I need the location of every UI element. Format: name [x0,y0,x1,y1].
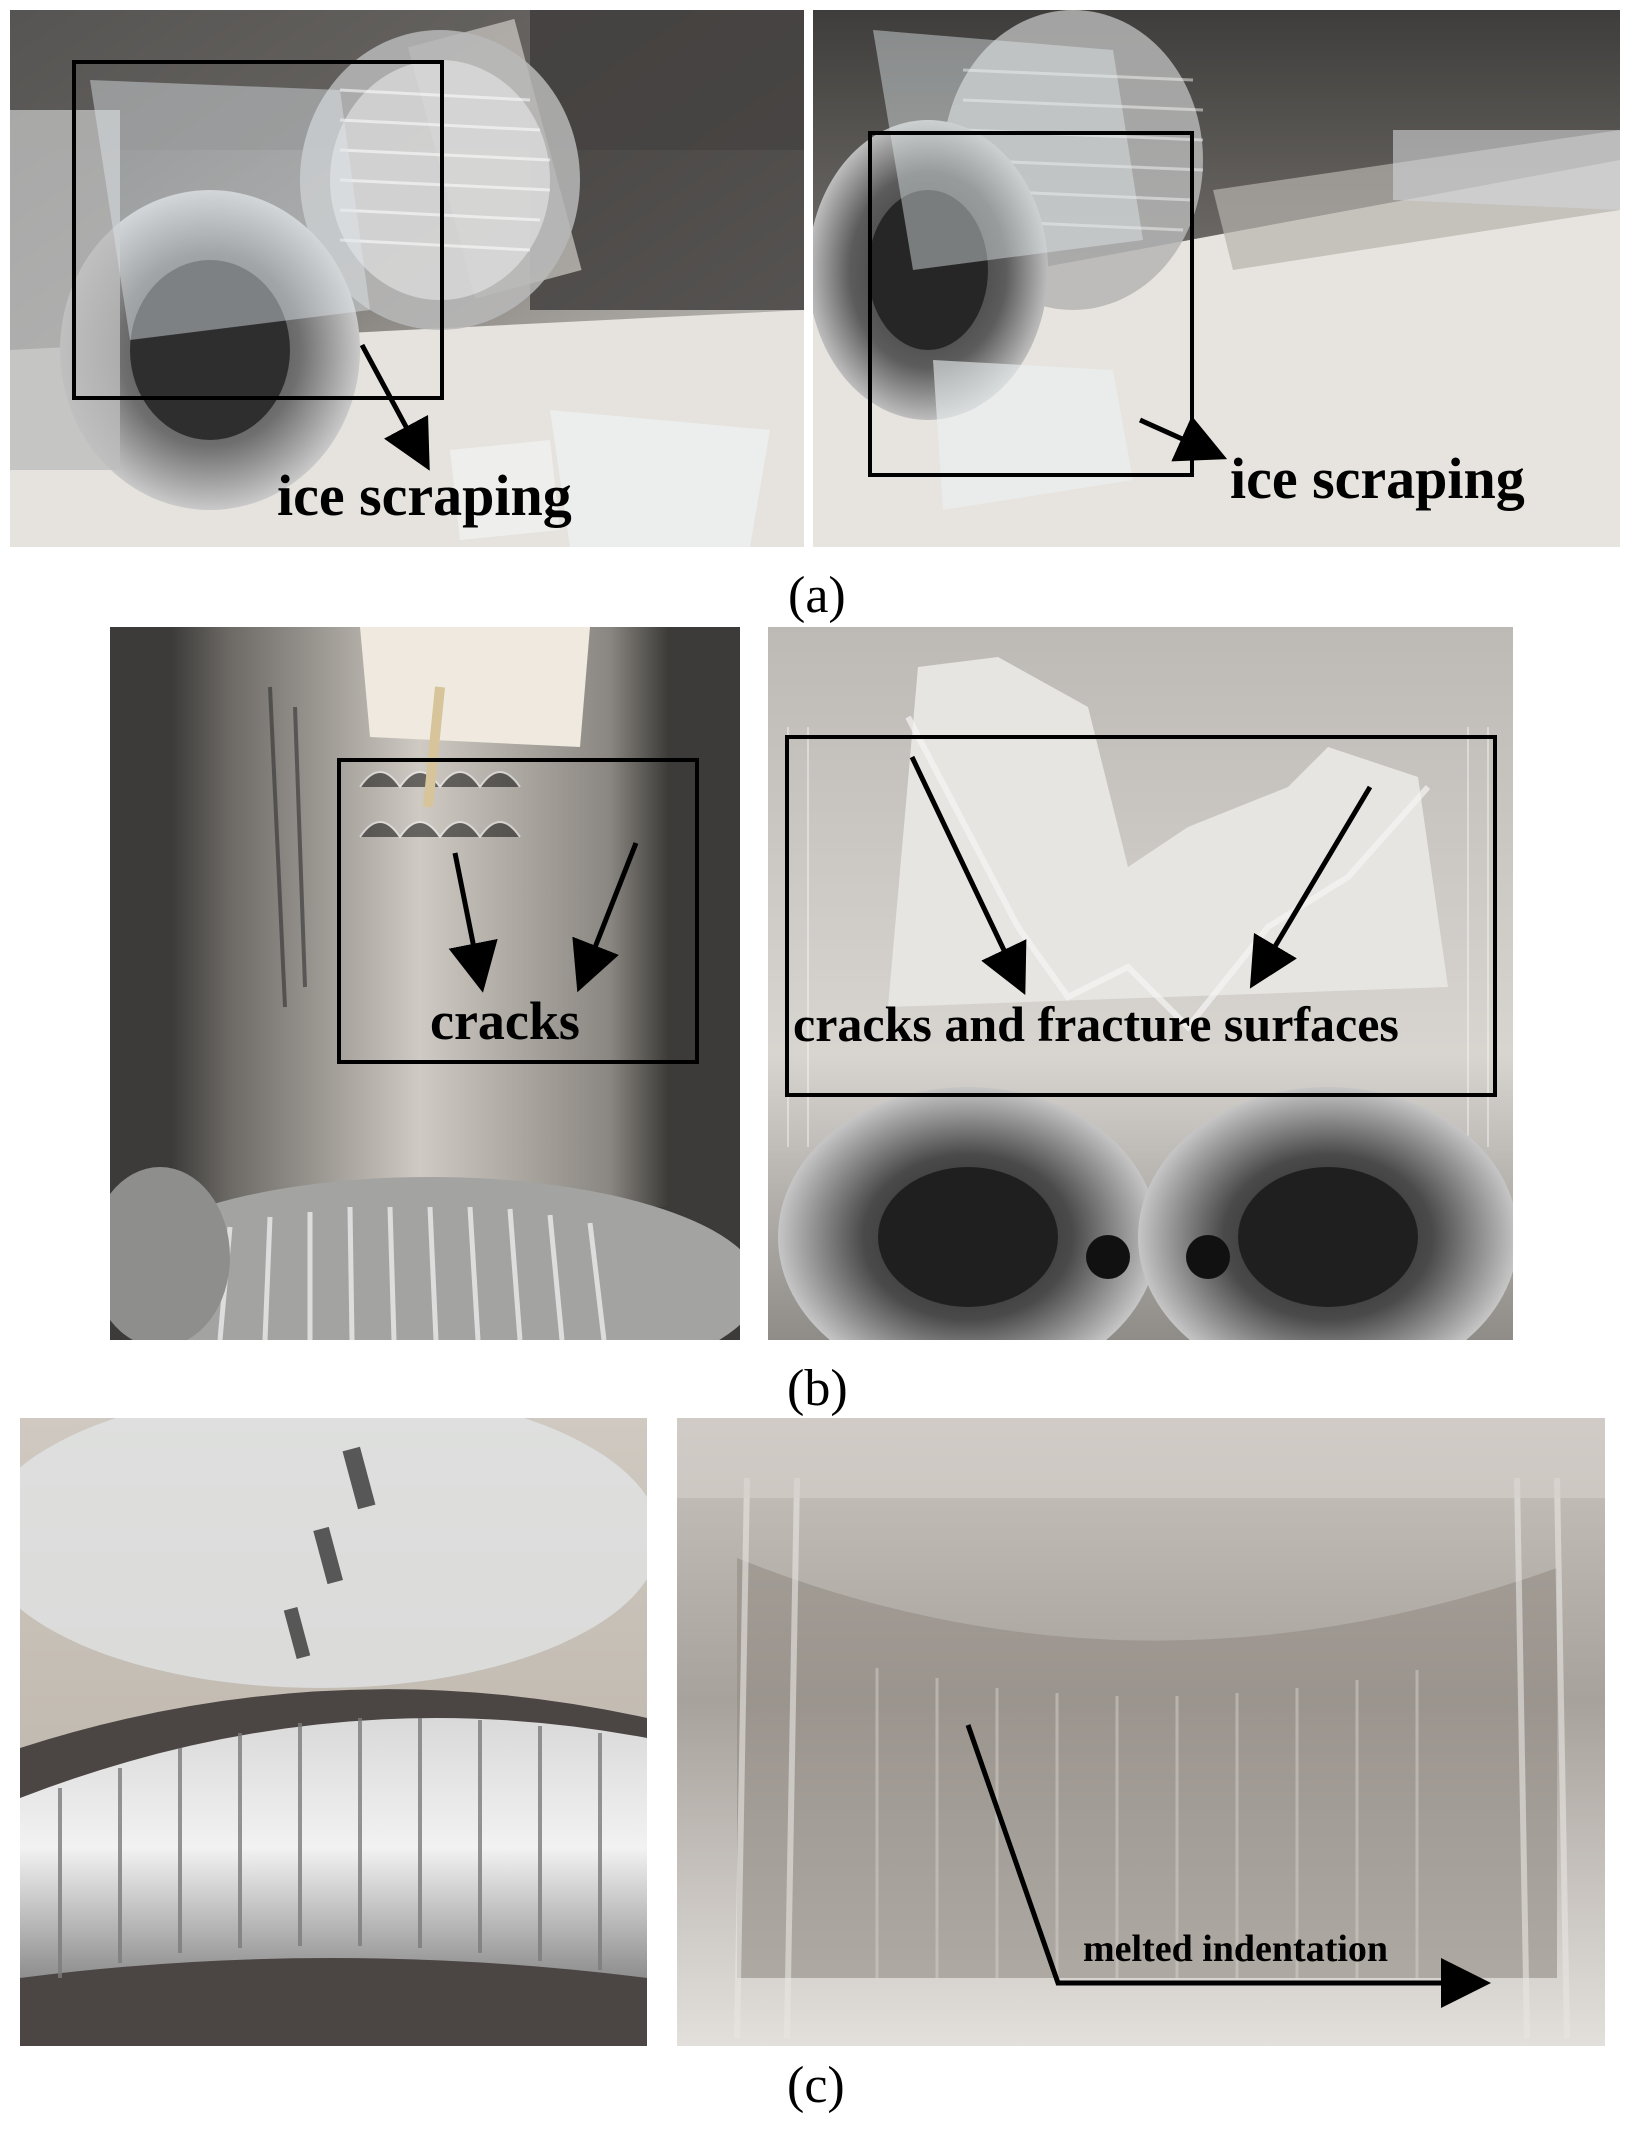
label-cracks: cracks [430,991,580,1051]
highlight-box-b-left [337,758,699,1064]
label-ice-scraping-right: ice scraping [1230,446,1525,511]
photo-a-right [813,10,1620,547]
caption-b: (b) [787,1360,848,1417]
label-cracks-and-fracture-surfaces: cracks and fracture surfaces [793,996,1399,1052]
label-melted-indentation: melted indentation [1083,1928,1389,1970]
photo-a-right-image [813,10,1620,547]
caption-a: (a) [788,567,846,624]
highlight-box-a-right [868,131,1194,477]
label-ice-scraping-left: ice scraping [277,463,572,528]
highlight-box-b-right [785,735,1497,1097]
highlight-box-a-left [72,60,444,400]
photo-c-left [20,1418,647,2046]
caption-c: (c) [787,2057,845,2114]
photo-c-left-image [20,1418,647,2046]
